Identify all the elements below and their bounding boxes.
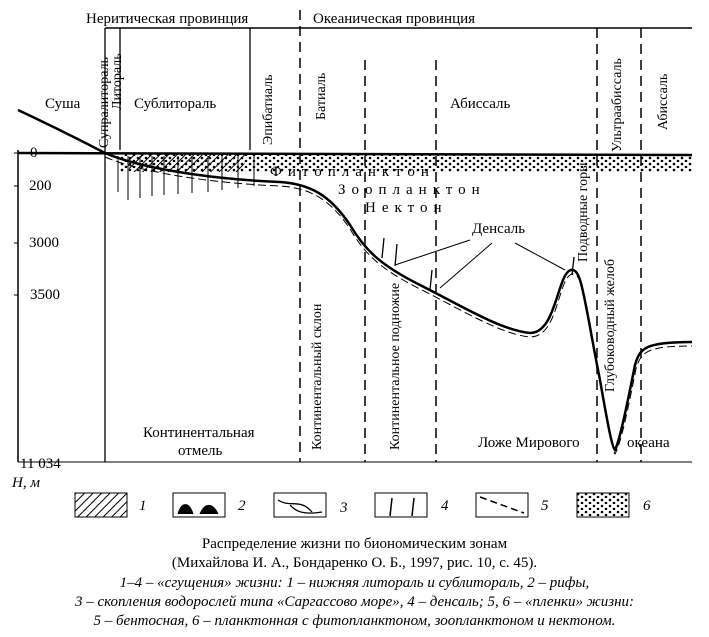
bottom-floor: Ложе Мирового: [478, 435, 580, 451]
label-seamounts: Подводные горы: [576, 162, 591, 262]
legend-5: 5: [541, 498, 549, 514]
legend-4: 4: [441, 498, 449, 514]
densal-pointers: [394, 239, 566, 289]
densal-marks: [381, 237, 575, 291]
benthic-film-dashed: [104, 156, 693, 455]
caption-line1: 1–4 – «сгущения» жизни: 1 – нижняя литор…: [119, 575, 590, 591]
legend-3: 3: [340, 500, 348, 516]
tick-11034: 11 034: [20, 456, 61, 472]
label-densal: Денсаль: [472, 221, 526, 237]
tick-200: 200: [29, 178, 52, 194]
legend-2: 2: [238, 498, 246, 514]
zone-abyssal: Абиссаль: [450, 96, 511, 112]
zone-abyssal-right: Абиссаль: [656, 73, 671, 130]
bottom-shelf: Континентальная: [143, 425, 255, 441]
zone-sublittoral: Сублитораль: [134, 96, 217, 112]
zone-epibathyal: Эпибатиаль: [261, 74, 276, 145]
bottom-foot: Континентальное подножие: [388, 282, 403, 450]
legend-6: 6: [643, 498, 651, 514]
bottom-floor2: океана: [627, 435, 670, 451]
label-trench: Глубоководный желоб: [603, 259, 618, 392]
province-neritic: Неритическая провинция: [86, 11, 249, 27]
caption-source: (Михайлова И. А., Бондаренко О. Б., 1997…: [171, 555, 538, 571]
tick-0: 0: [30, 145, 38, 161]
tick-3500: 3500: [30, 287, 60, 303]
legend-boxes: [74, 492, 630, 518]
zone-littoral: Литораль: [110, 53, 125, 110]
plankton-film: [120, 154, 692, 172]
zone-ultraabyssal: Ультраабиссаль: [610, 58, 625, 152]
label-zooplankton: Зоопланктон: [338, 182, 486, 198]
zone-land: Суша: [45, 96, 81, 112]
label-nekton: Нектон: [365, 200, 448, 216]
caption-title: Распределение жизни по биономическим зон…: [201, 536, 508, 552]
province-oceanic: Океаническая провинция: [313, 11, 476, 27]
tick-3000: 3000: [29, 235, 59, 251]
caption-line2: 3 – скопления водорослей типа «Саргассов…: [74, 594, 635, 610]
caption-line3: 5 – бентосная, 6 – планктонная с фитопла…: [93, 613, 616, 629]
bottom-slope: Континентальный склон: [310, 303, 325, 450]
axis-label: H, м: [12, 475, 40, 491]
sea-floor-profile: [104, 151, 693, 452]
legend-1: 1: [139, 498, 147, 514]
land-surface: [17, 108, 106, 155]
sea-surface: [17, 151, 693, 157]
bottom-shelf2: отмель: [178, 443, 223, 459]
label-phytoplankton: Фитопланктон: [270, 164, 435, 180]
zone-bathyal: Батиаль: [314, 72, 329, 120]
